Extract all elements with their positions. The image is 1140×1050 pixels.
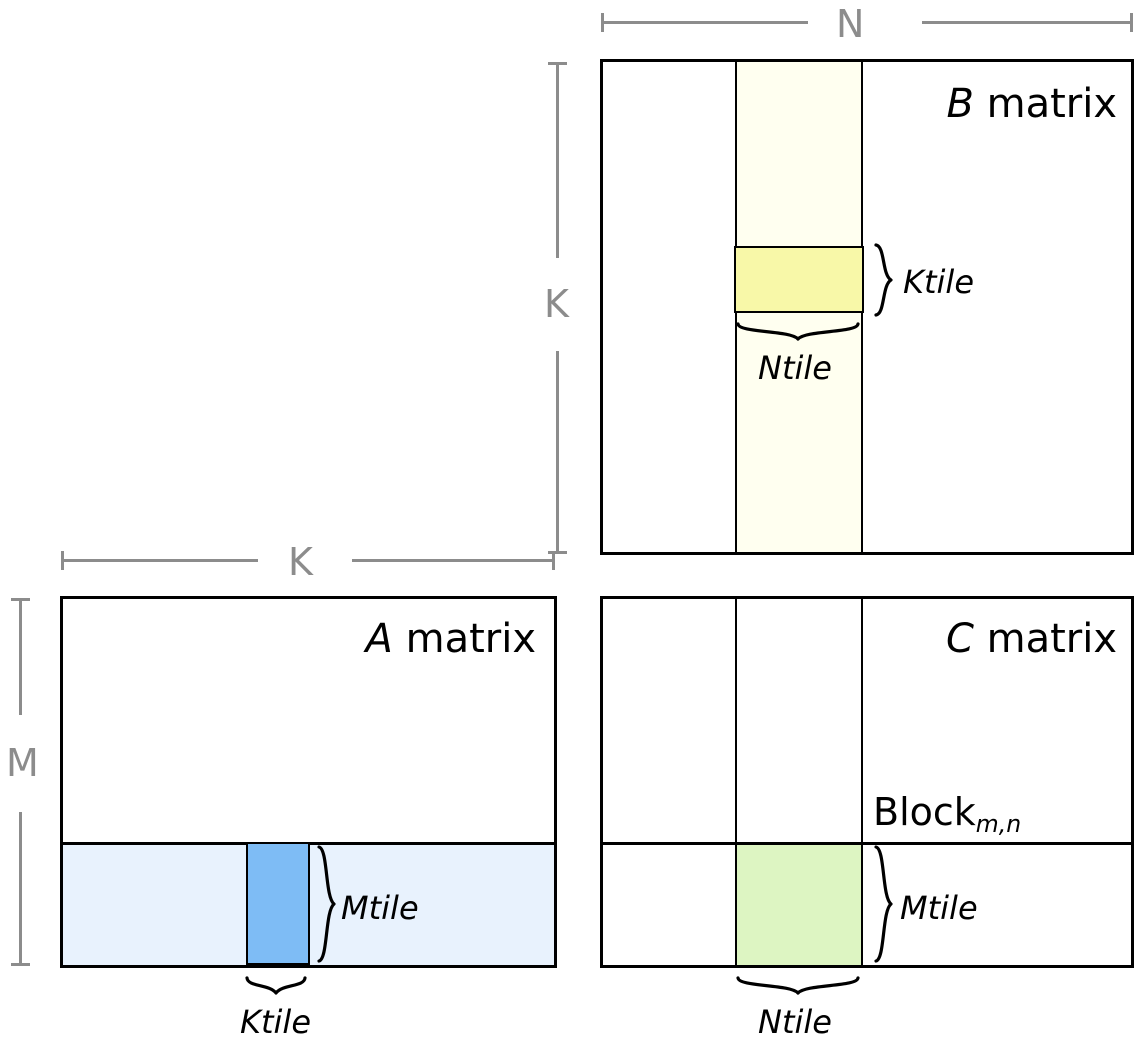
matrix-c-block-label-base: Block — [873, 790, 976, 834]
dimension-k-vertical-line-bottom — [556, 351, 559, 553]
matrix-c-block-label: Blockm,n — [873, 790, 1021, 836]
matrix-c-block-label-sub: m,n — [975, 810, 1022, 839]
brace-c-ntile — [736, 976, 862, 1000]
dimension-k-horizontal-label: K — [288, 540, 313, 584]
dimension-m-cap-bottom — [11, 963, 30, 966]
dimension-n-label: N — [836, 2, 865, 46]
matrix-a: A matrix — [60, 596, 557, 968]
matrix-c-vrule-left — [735, 599, 737, 965]
brace-b-ntile — [736, 322, 862, 346]
dimension-n-line-right — [922, 21, 1133, 24]
matrix-c-title-var: C — [945, 616, 974, 662]
matrix-a-title: A matrix — [366, 619, 536, 659]
label-c-ntile: Ntile — [758, 1003, 832, 1041]
dimension-n-cap-right — [1130, 13, 1133, 32]
label-a-mtile: Mtile — [341, 889, 419, 927]
dimension-m-line-bottom — [19, 812, 22, 965]
dimension-k-vertical-cap-bottom — [548, 551, 567, 554]
brace-b-ktile — [872, 243, 898, 317]
dimension-n-line-left — [601, 21, 808, 24]
brace-a-ktile — [245, 976, 309, 1000]
label-b-ktile: Ktile — [903, 263, 974, 301]
matrix-b-title: B matrix — [946, 84, 1117, 124]
matrix-c-hrule — [603, 842, 1131, 845]
label-a-ktile: Ktile — [240, 1003, 311, 1041]
matrix-b-title-rest: matrix — [973, 81, 1117, 127]
matrix-c-vrule-right — [861, 599, 863, 965]
matrix-a-tile — [246, 842, 310, 965]
matrix-c-tile-edge-right — [861, 842, 863, 965]
dimension-k-vertical-line-top — [556, 62, 559, 258]
dimension-k-vertical-label: K — [544, 282, 569, 326]
matrix-b-tile — [734, 246, 864, 313]
matrix-c-title-rest: matrix — [973, 616, 1117, 662]
matrix-c-tile — [736, 845, 862, 965]
matrix-a-title-var: A — [365, 616, 393, 662]
matrix-c: C matrix Blockm,n — [600, 596, 1134, 968]
matrix-a-title-rest: matrix — [392, 616, 536, 662]
matrix-b: B matrix — [600, 59, 1134, 555]
dimension-k-horizontal-cap-right — [552, 551, 555, 570]
matrix-b-title-var: B — [946, 81, 974, 127]
dimension-m-line-top — [19, 598, 22, 715]
matrix-c-title: C matrix — [946, 619, 1117, 659]
brace-a-mtile — [315, 845, 341, 963]
matrix-c-tile-edge-left — [735, 842, 737, 965]
brace-c-mtile — [872, 845, 898, 963]
label-c-mtile: Mtile — [900, 889, 978, 927]
dimension-k-horizontal-line-right — [352, 559, 554, 562]
label-b-ntile: Ntile — [758, 349, 832, 387]
dimension-k-horizontal-line-left — [61, 559, 258, 562]
dimension-m-label: M — [6, 741, 39, 785]
